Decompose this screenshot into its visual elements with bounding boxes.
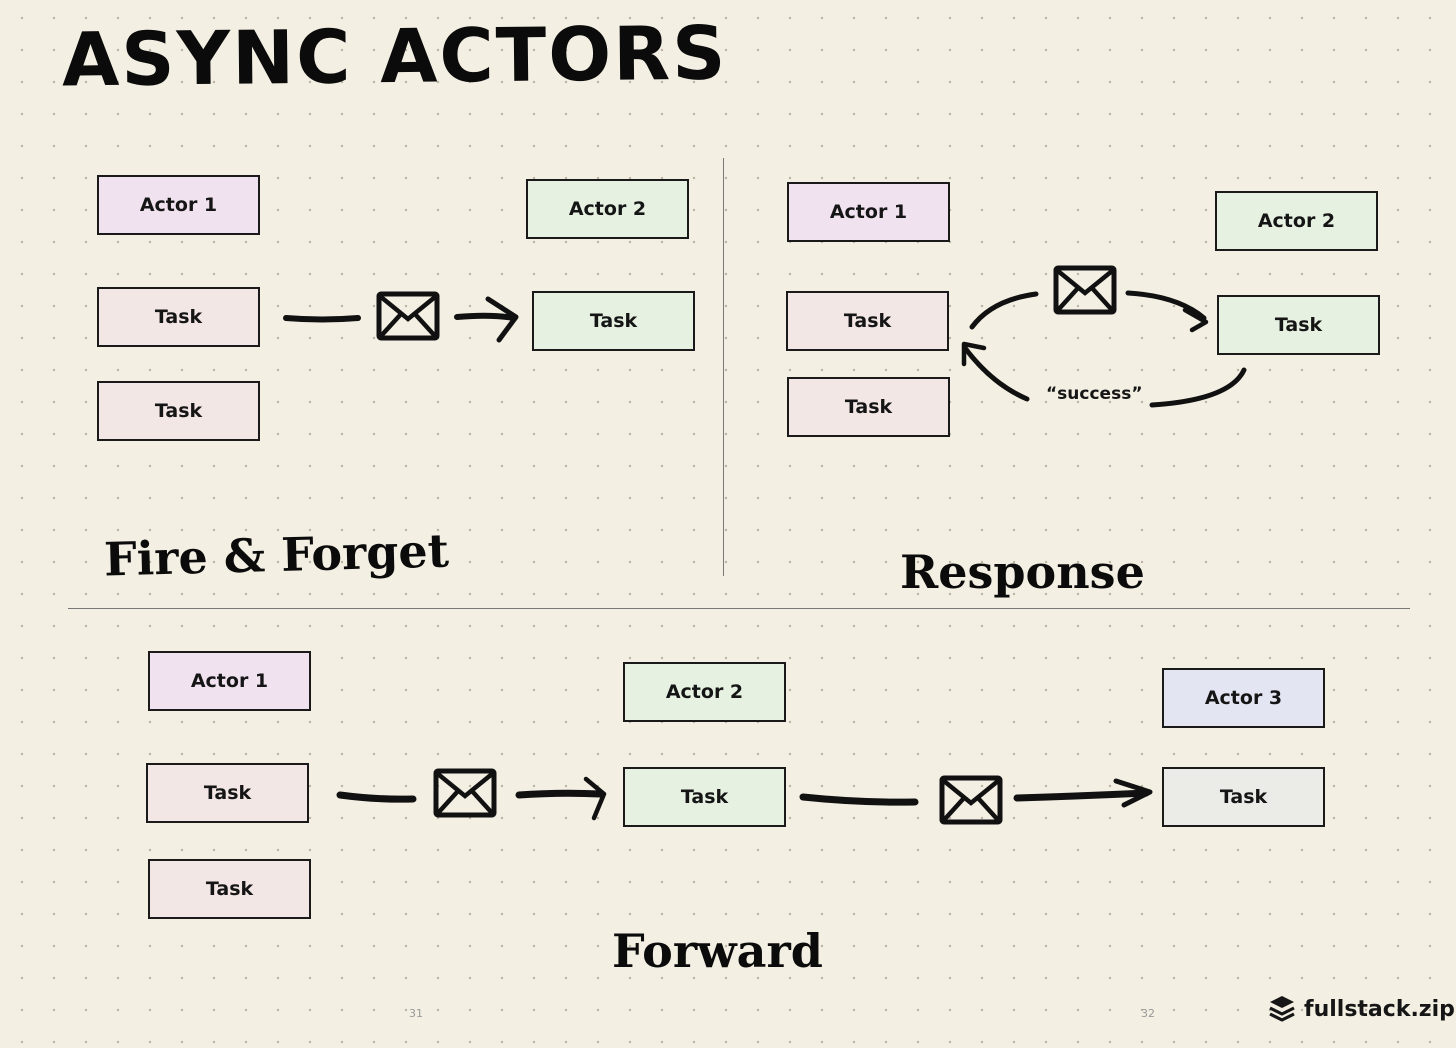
resp-arrowhead-left: [961, 341, 987, 367]
ff-actor2-label: Actor 2: [568, 198, 647, 220]
fwd-task1-label: Task: [203, 782, 252, 804]
vertical-divider: [723, 158, 724, 576]
fwd-task-end-label: Task: [1219, 786, 1268, 808]
resp-return-curve-left: [962, 345, 1030, 402]
ff-task2-box: Task: [97, 381, 260, 441]
resp-actor1-label: Actor 1: [829, 201, 908, 223]
fwd-task-end-box: Task: [1162, 767, 1325, 827]
fwd-task-mid-box: Task: [623, 767, 786, 827]
ff-line-to-envelope: [283, 315, 361, 323]
brand-logo[interactable]: fullstack.zip: [1268, 994, 1455, 1024]
ff-task-target-label: Task: [589, 310, 638, 332]
brand-name: fullstack.zip: [1304, 996, 1455, 1022]
resp-task-target-label: Task: [1274, 314, 1323, 336]
resp-task1-label: Task: [843, 310, 892, 332]
resp-section-label: Response: [900, 545, 1145, 599]
resp-actor2-label: Actor 2: [1257, 210, 1336, 232]
resp-reply-label: “success”: [1046, 384, 1143, 404]
resp-task1-box: Task: [786, 291, 949, 351]
resp-task2-label: Task: [844, 396, 893, 418]
resp-curve-to-envelope: [969, 291, 1039, 330]
resp-actor1-box: Actor 1: [787, 182, 950, 242]
page-number-left: 31: [409, 1007, 423, 1020]
resp-arrowhead-right: [1182, 307, 1209, 333]
resp-task2-box: Task: [787, 377, 950, 437]
layers-icon: [1269, 996, 1295, 1022]
ff-task1-box: Task: [97, 287, 260, 347]
ff-actor2-box: Actor 2: [526, 179, 689, 239]
fwd-task-mid-label: Task: [680, 786, 729, 808]
resp-curve-to-task: [1125, 290, 1207, 321]
ff-task2-label: Task: [154, 400, 203, 422]
horizontal-divider: [68, 608, 1410, 609]
fwd-actor2-box: Actor 2: [623, 662, 786, 722]
ff-actor1-label: Actor 1: [139, 194, 218, 216]
fwd-actor2-label: Actor 2: [665, 681, 744, 703]
fwd-actor3-label: Actor 3: [1204, 687, 1283, 709]
fwd-actor1-label: Actor 1: [190, 670, 269, 692]
fwd-task1-box: Task: [146, 763, 309, 823]
fwd-arrow1: [515, 789, 604, 799]
resp-envelope-icon: [1056, 268, 1114, 312]
fwd-section-label: Forward: [612, 924, 823, 978]
fwd-actor3-box: Actor 3: [1162, 668, 1325, 728]
fwd-arrowhead2: [1113, 778, 1153, 808]
ff-actor1-box: Actor 1: [97, 175, 260, 235]
resp-task-target-box: Task: [1217, 295, 1380, 355]
ff-task-target-box: Task: [532, 291, 695, 351]
ff-arrowhead: [485, 296, 519, 343]
resp-return-curve-right: [1149, 367, 1247, 408]
ff-task1-label: Task: [154, 306, 203, 328]
fwd-task2-label: Task: [205, 878, 254, 900]
fwd-arrowhead1: [583, 776, 607, 821]
fwd-actor1-box: Actor 1: [148, 651, 311, 711]
fwd-line2: [799, 793, 919, 806]
page-number-right: 32: [1141, 1007, 1155, 1020]
fwd-line1: [336, 791, 417, 803]
ff-arrow-to-task: [454, 312, 517, 321]
fwd-task2-box: Task: [148, 859, 311, 919]
ff-envelope-icon: [379, 294, 437, 338]
resp-actor2-box: Actor 2: [1215, 191, 1378, 251]
fwd-arrow2: [1013, 789, 1150, 802]
fwd-envelope2-icon: [942, 778, 1000, 822]
fwd-envelope1-icon: [436, 771, 494, 815]
